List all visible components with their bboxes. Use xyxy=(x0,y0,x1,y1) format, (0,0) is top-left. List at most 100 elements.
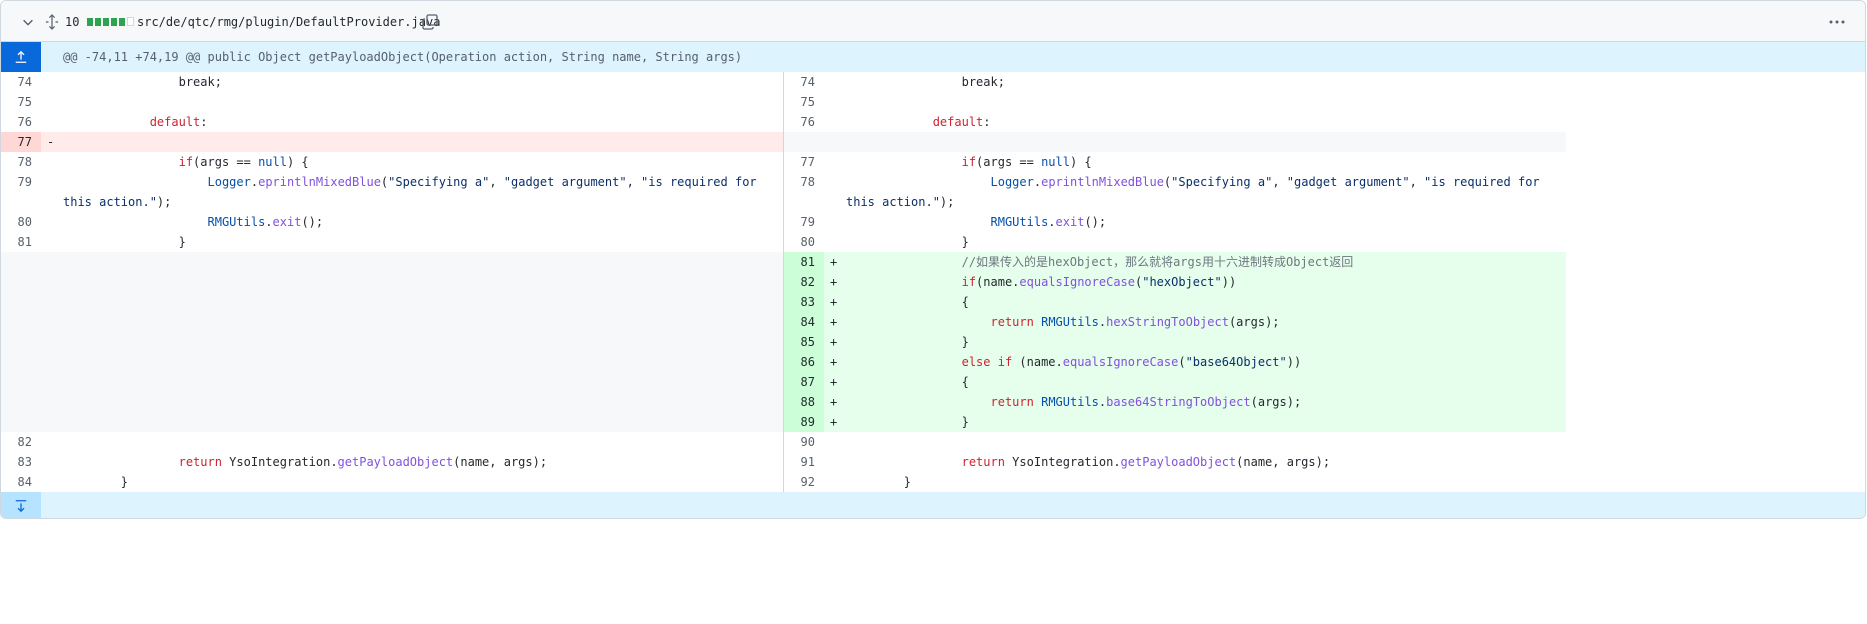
context-line: 78 if(args == null) { xyxy=(1,152,783,172)
code-line: if(args == null) { xyxy=(961,155,1092,169)
context-line: 81 } xyxy=(1,232,783,252)
line-number[interactable]: 75 xyxy=(17,95,32,109)
line-number[interactable]: 81 xyxy=(784,252,824,272)
code-line: return YsoIntegration.getPayloadObject(n… xyxy=(178,455,548,469)
empty-line xyxy=(784,132,1566,152)
file-header: 10 src/de/qtc/rmg/plugin/DefaultProvider… xyxy=(1,1,1865,42)
line-number[interactable]: 92 xyxy=(800,475,815,489)
context-line: 74 break; xyxy=(1,72,783,92)
hunk-header: @@ -74,11 +74,19 @@ public Object getPay… xyxy=(1,42,1865,72)
line-number[interactable]: 90 xyxy=(800,435,815,449)
diff-marker: - xyxy=(47,135,55,149)
line-number[interactable]: 75 xyxy=(800,95,815,109)
line-number[interactable]: 78 xyxy=(800,175,815,189)
context-line: 77 if(args == null) { xyxy=(784,152,1566,172)
context-line: 76 default: xyxy=(784,112,1566,132)
context-line: 92 } xyxy=(784,472,1566,492)
change-count: 10 xyxy=(65,14,80,29)
line-number[interactable]: 84 xyxy=(17,475,32,489)
kebab-horizontal-icon[interactable] xyxy=(1827,1,1847,42)
line-number[interactable]: 85 xyxy=(784,332,824,352)
line-number[interactable]: 87 xyxy=(784,372,824,392)
unfold-icon[interactable] xyxy=(43,1,61,42)
line-number[interactable]: 79 xyxy=(17,175,32,189)
line-number[interactable]: 81 xyxy=(17,235,32,249)
addition-line: 82 + if(name.equalsIgnoreCase("hexObject"… xyxy=(784,272,1566,292)
code-line: else if (name.equalsIgnoreCase("base64Ob… xyxy=(961,355,1302,369)
context-line: 79 Logger.eprintlnMixedBlue("Specifying … xyxy=(1,172,783,212)
line-number[interactable]: 89 xyxy=(784,412,824,432)
line-number[interactable]: 77 xyxy=(1,132,41,152)
diffstat-box xyxy=(103,17,109,26)
context-line: 83 return YsoIntegration.getPayloadObjec… xyxy=(1,452,783,472)
line-number[interactable]: 74 xyxy=(17,75,32,89)
chevron-down-icon[interactable] xyxy=(19,1,37,42)
line-number[interactable]: 83 xyxy=(17,455,32,469)
context-line: 82 xyxy=(1,432,783,452)
diff-marker: + xyxy=(830,295,838,309)
line-number[interactable]: 76 xyxy=(17,115,32,129)
line-number[interactable]: 77 xyxy=(800,155,815,169)
line-number xyxy=(784,132,824,152)
diff-marker: + xyxy=(830,375,838,389)
hunk-header-text: @@ -74,11 +74,19 @@ public Object getPay… xyxy=(63,50,743,64)
line-number[interactable]: 83 xyxy=(784,292,824,312)
line-number[interactable]: 80 xyxy=(800,235,815,249)
diffstat-box xyxy=(87,17,93,26)
code-line: Logger.eprintlnMixedBlue("Specifying a",… xyxy=(846,175,1547,209)
diff-left-side: 74 break; 75 76 default: 77- 78 if(args == n… xyxy=(1,72,783,492)
line-number xyxy=(1,252,41,432)
expand-bottom-bar xyxy=(1,492,1865,518)
context-line: 90 xyxy=(784,432,1566,452)
line-number[interactable]: 74 xyxy=(800,75,815,89)
code-line: RMGUtils.exit(); xyxy=(990,215,1107,229)
line-number[interactable]: 91 xyxy=(800,455,815,469)
code-line: Logger.eprintlnMixedBlue("Specifying a",… xyxy=(63,175,764,209)
file-path[interactable]: src/de/qtc/rmg/plugin/DefaultProvider.ja… xyxy=(137,14,441,29)
code-line: } xyxy=(846,475,912,489)
line-number[interactable]: 79 xyxy=(800,215,815,229)
code-line: { xyxy=(846,295,969,309)
diff-marker: + xyxy=(830,355,838,369)
diff-marker: + xyxy=(830,315,838,329)
line-number[interactable]: 82 xyxy=(17,435,32,449)
diff-marker: + xyxy=(830,275,838,289)
context-line: 84 } xyxy=(1,472,783,492)
code-line: RMGUtils.exit(); xyxy=(207,215,324,229)
line-number[interactable]: 80 xyxy=(17,215,32,229)
addition-line: 81 + //如果传入的是hexObject，那么就将args用十六进制转成Obj… xyxy=(784,252,1566,272)
addition-line: 85+ } xyxy=(784,332,1566,352)
line-number[interactable]: 88 xyxy=(784,392,824,412)
line-number[interactable]: 82 xyxy=(784,272,824,292)
code-line: if(args == null) { xyxy=(178,155,309,169)
code-line: } xyxy=(846,335,969,349)
code-line: if(name.equalsIgnoreCase("hexObject")) xyxy=(961,275,1237,289)
diffstat xyxy=(87,1,134,42)
code-line: } xyxy=(846,235,969,249)
code-line: default: xyxy=(149,115,208,129)
addition-line: 89+ } xyxy=(784,412,1566,432)
diff-marker: + xyxy=(830,255,838,269)
context-line: 91 return YsoIntegration.getPayloadObjec… xyxy=(784,452,1566,472)
code-line: return YsoIntegration.getPayloadObject(n… xyxy=(961,455,1331,469)
context-line: 75 xyxy=(784,92,1566,112)
code-line: default: xyxy=(932,115,991,129)
code-line: } xyxy=(63,475,129,489)
code-line: break; xyxy=(63,75,222,89)
line-number[interactable]: 84 xyxy=(784,312,824,332)
line-number[interactable]: 76 xyxy=(800,115,815,129)
fold-down-icon[interactable] xyxy=(1,492,41,518)
diff-marker: + xyxy=(830,415,838,429)
diff-divider xyxy=(783,72,784,492)
line-number[interactable]: 78 xyxy=(17,155,32,169)
diff-marker: + xyxy=(830,395,838,409)
code-line: //如果传入的是hexObject，那么就将args用十六进制转成Object返… xyxy=(961,255,1354,269)
fold-up-icon[interactable] xyxy=(1,42,41,72)
context-line: 75 xyxy=(1,92,783,112)
copy-icon[interactable] xyxy=(421,1,439,42)
context-line: 80 } xyxy=(784,232,1566,252)
code-line: } xyxy=(63,235,186,249)
line-number[interactable]: 86 xyxy=(784,352,824,372)
